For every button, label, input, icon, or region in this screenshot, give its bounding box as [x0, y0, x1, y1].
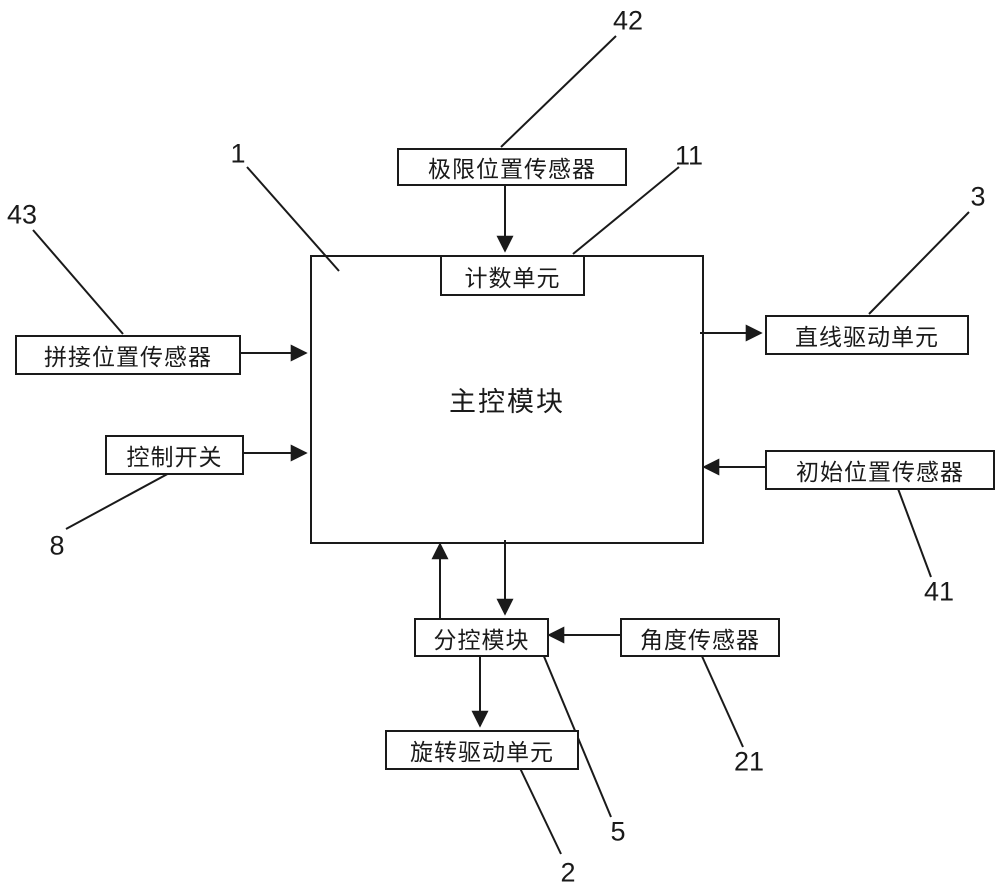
leader-ref-43	[32, 229, 124, 335]
box-sub-control-module: 分控模块	[414, 618, 549, 657]
box-linear-drive-unit: 直线驱动单元	[765, 315, 969, 355]
box-angle-sensor: 角度传感器	[620, 618, 780, 657]
box-counting-unit: 计数单元	[440, 255, 585, 296]
ref-2-rotary-drive: 2	[560, 857, 576, 888]
leader-ref-42	[500, 35, 617, 148]
ref-41-initial-sensor: 41	[923, 576, 955, 607]
leader-ref-3	[868, 211, 970, 315]
ref-3-linear-drive: 3	[970, 181, 986, 212]
box-initial-position-sensor: 初始位置传感器	[765, 450, 995, 490]
box-limit-position-sensor: 极限位置传感器	[397, 148, 627, 186]
box-control-switch: 控制开关	[105, 435, 244, 475]
leader-ref-41	[896, 485, 932, 578]
ref-11-counting-unit: 11	[674, 140, 704, 171]
leader-ref-8	[65, 470, 174, 530]
ref-1-main-control: 1	[230, 138, 246, 169]
ref-42-limit-sensor: 42	[612, 5, 644, 36]
leader-ref-2	[518, 765, 562, 855]
ref-5-sub-control: 5	[610, 816, 626, 847]
box-splice-position-sensor: 拼接位置传感器	[15, 335, 241, 375]
leader-ref-1	[246, 166, 340, 272]
ref-21-angle-sensor: 21	[733, 746, 765, 777]
ref-8-control-switch: 8	[49, 530, 65, 561]
box-main-control-module-label: 主控模块	[449, 387, 565, 417]
ref-43-splice-sensor: 43	[6, 199, 38, 230]
leader-ref-21	[700, 653, 744, 748]
box-rotary-drive-unit: 旋转驱动单元	[385, 730, 579, 770]
leader-ref-11	[572, 166, 680, 255]
box-main-control-module: 主控模块	[310, 255, 704, 544]
